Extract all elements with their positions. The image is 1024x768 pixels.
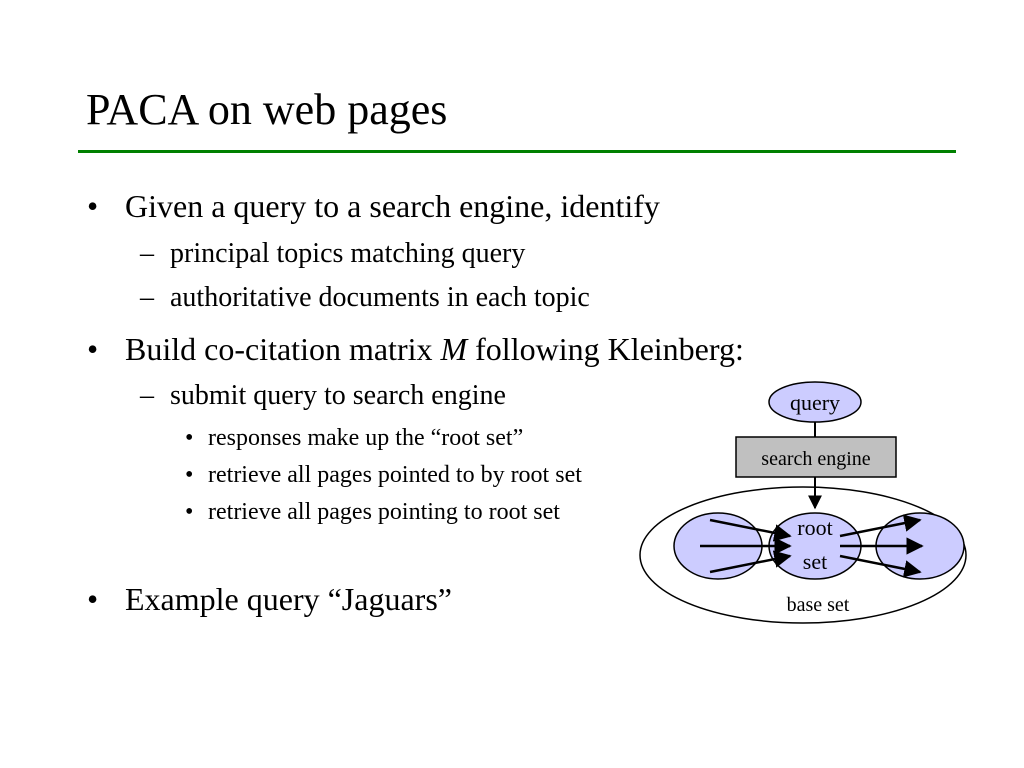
- sub-bullet-authoritative-docs: – authoritative documents in each topic: [140, 282, 590, 313]
- sub-sub-bullet-root-set: • responses make up the “root set”: [185, 425, 524, 451]
- bullet-text: Example query “Jaguars”: [125, 581, 452, 617]
- dash-marker: –: [140, 238, 154, 269]
- bullet-marker: •: [185, 462, 194, 488]
- sub-bullet-principal-topics: – principal topics matching query: [140, 238, 526, 269]
- bullet-text: Given a query to a search engine, identi…: [125, 188, 660, 224]
- bullet-text: retrieve all pages pointing to root set: [208, 499, 560, 525]
- bullet-text-post: following Kleinberg:: [467, 331, 744, 367]
- bullet-text-pre: Build co-citation matrix: [125, 331, 441, 367]
- bullet-text: submit query to search engine: [170, 380, 506, 411]
- bullet-marker: •: [87, 581, 99, 617]
- dash-marker: –: [140, 380, 154, 411]
- root-label-line1: root: [797, 515, 832, 540]
- bullet-text: responses make up the “root set”: [208, 425, 524, 451]
- search-engine-box: [735, 436, 897, 478]
- bullet-text: retrieve all pages pointed to by root se…: [208, 462, 582, 488]
- bullet-example-query: • Example query “Jaguars”: [87, 581, 452, 617]
- bullet-marker: •: [185, 499, 194, 525]
- in-link-arrow-top: [709, 518, 792, 542]
- search-engine-label: search engine: [761, 448, 871, 470]
- slide-title: PACA on web pages: [86, 85, 448, 134]
- bullet-text: principal topics matching query: [170, 238, 526, 269]
- base-set-label: base set: [787, 594, 850, 616]
- out-link-arrow-bottom: [839, 554, 922, 578]
- bullet-marker: •: [185, 425, 194, 451]
- root-label-line2: set: [803, 549, 827, 574]
- bullet-marker: •: [87, 188, 99, 224]
- bullet-query-identify: • Given a query to a search engine, iden…: [87, 188, 660, 224]
- bullet-text: authoritative documents in each topic: [170, 282, 590, 313]
- in-link-arrow-bottom: [709, 550, 792, 574]
- sub-sub-bullet-pointing-to: • retrieve all pages pointing to root se…: [185, 499, 560, 525]
- sub-bullet-submit-query: – submit query to search engine: [140, 380, 506, 411]
- bullet-cocitation-matrix: • Build co-citation matrix M following K…: [87, 331, 744, 367]
- query-label: query: [790, 390, 840, 415]
- sub-sub-bullet-pointed-to: • retrieve all pages pointed to by root …: [185, 462, 582, 488]
- bullet-marker: •: [87, 331, 99, 367]
- out-link-arrow-top: [839, 514, 922, 538]
- dash-marker: –: [140, 282, 154, 313]
- title-rule: [78, 150, 956, 153]
- matrix-variable: M: [440, 331, 468, 367]
